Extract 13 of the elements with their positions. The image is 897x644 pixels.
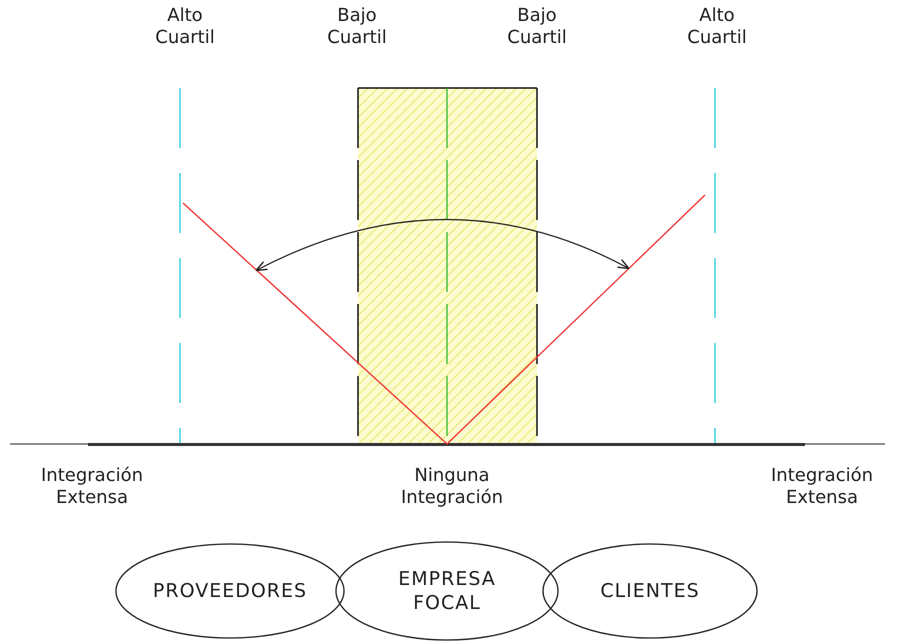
axis-end-label: Integración Extensa (770, 465, 874, 509)
group-label: CLIENTES (600, 579, 700, 603)
ellipse-node (335, 541, 559, 641)
ellipse-node (115, 543, 345, 639)
axis-center-label: Ninguna Integración (400, 465, 504, 509)
axis-end-label: Integración Extensa (40, 465, 144, 509)
quartile-label: Alto Cuartil (155, 5, 215, 49)
quartile-label: Alto Cuartil (687, 5, 747, 49)
quartile-label: Bajo Cuartil (507, 5, 567, 49)
group-label: PROVEEDORES (152, 579, 308, 603)
quartile-label: Bajo Cuartil (327, 5, 387, 49)
group-label: EMPRESA FOCAL (398, 567, 496, 615)
ellipse-node (542, 543, 758, 639)
